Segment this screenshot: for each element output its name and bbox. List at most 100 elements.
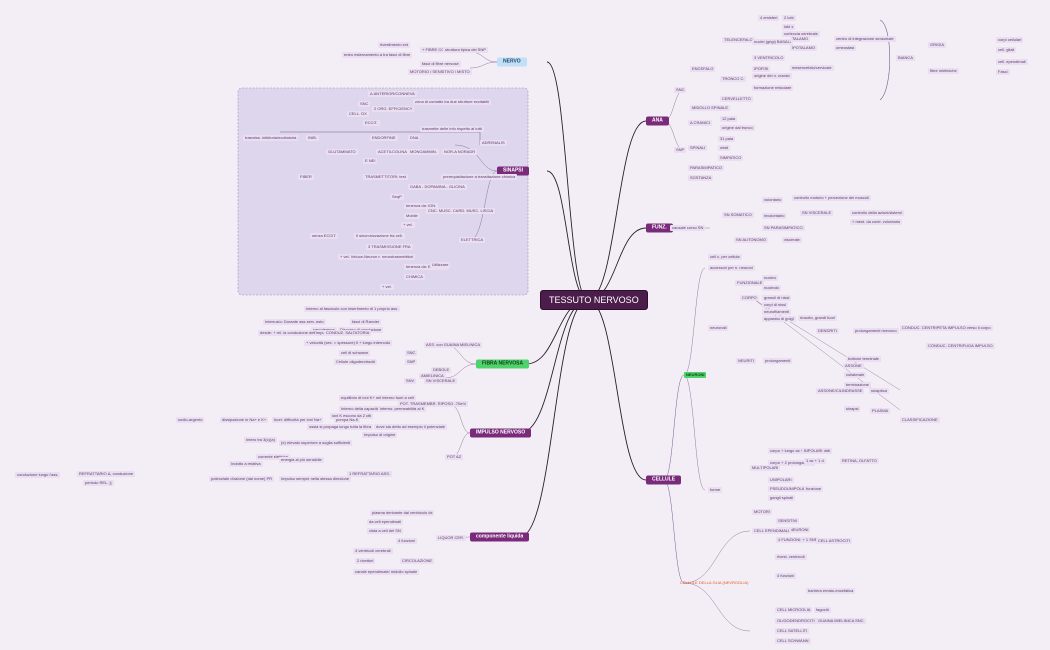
sinapsi-leaf[interactable]: ENDORFINE — [370, 135, 398, 141]
cellule-leaf[interactable]: GUAINA MIELINICA SNC — [816, 618, 866, 624]
sinapsi-leaf[interactable]: Il sincronizzazione fra cell. — [354, 233, 405, 239]
sinapsi-leaf[interactable]: ADRENALIS — [480, 140, 507, 146]
fibra-leaf[interactable]: CONDUZ. SALTATORIA — [324, 330, 372, 336]
fibra-topic[interactable]: FIBRA NERVOSA — [476, 359, 530, 369]
funz-leaf[interactable]: SN SOMATICO — [722, 212, 754, 218]
funz-leaf[interactable]: involontario — [762, 213, 787, 219]
impulso-leaf[interactable]: energia al più sensibile — [279, 457, 324, 463]
sinapsi-leaf[interactable]: tenenza da: ECCIT DX — [404, 264, 449, 270]
cellule-leaf[interactable]: neuronali — [708, 325, 729, 331]
ana-leaf[interactable]: SNC — [674, 87, 687, 93]
fibra-leaf[interactable]: desde: + rel. la conduzione dell'impulso — [258, 330, 332, 336]
impulso-leaf[interactable]: equilibrio di ioni K+ nel interno fuori … — [339, 395, 416, 401]
sinapsi-leaf[interactable]: Δ ANTERIOR/CONNEVA — [368, 91, 417, 97]
impulso-leaf[interactable]: conduzione lungo l'ass. — [15, 472, 61, 478]
cellule-leaf[interactable]: neurofilamenti — [762, 309, 792, 315]
cellule-leaf[interactable]: barriera emato-encefalica — [806, 588, 856, 594]
fibra-leaf[interactable]: Cellule oligodendrociti — [334, 359, 378, 365]
cellule-leaf[interactable]: prolungamenti — [763, 358, 793, 364]
cellule-leaf[interactable]: gangli spinali — [768, 495, 796, 501]
fibra-leaf[interactable]: cell di schwann — [339, 350, 371, 356]
nervo-leaf[interactable]: fasci di fibre nervose — [420, 61, 461, 67]
fibra-leaf[interactable]: SNP — [405, 359, 418, 365]
cellule-leaf[interactable]: apparato di golgi — [762, 316, 796, 322]
impulso-leaf[interactable]: dissipazione in Na+ e K+ — [220, 417, 269, 423]
ana-leaf[interactable]: fibre mieliniche — [928, 68, 959, 74]
neuroni-node[interactable]: NEURONI — [684, 372, 707, 378]
ana-leaf[interactable]: GRIGIA — [928, 42, 947, 48]
impulso-leaf[interactable]: Impulso di origine — [362, 432, 398, 438]
sinapsi-leaf[interactable]: INIB. — [306, 135, 319, 141]
sinapsi-leaf[interactable]: ELETTRICA — [459, 237, 486, 243]
nervo-leaf[interactable]: entro esternamento a tra fasci di fibre — [342, 52, 413, 58]
ana-leaf[interactable]: lobi x — [782, 24, 796, 30]
sinapsi-leaf[interactable]: 3 TRASMISSIONE FRA — [366, 244, 413, 250]
impulso-leaf[interactable]: Interno della capacità gradiente — [339, 406, 399, 412]
funz-topic[interactable]: FUNZ. — [646, 223, 673, 233]
cellule-leaf[interactable]: NEURITI — [736, 358, 756, 364]
sinapsi-leaf[interactable]: TRASMETTITORI: test — [363, 174, 408, 180]
impulso-leaf[interactable]: fuori: difficoltà per ioni Na+ — [272, 417, 324, 423]
impulso-leaf[interactable]: ioni K escono da 2 ctti — [330, 413, 374, 419]
cellule-leaf[interactable]: MULTIPOLARI — [750, 465, 781, 471]
sinapsi-leaf[interactable]: trasmette delle info rispetto al tutti — [420, 126, 484, 132]
cellule-topic[interactable]: CELLULE — [646, 475, 682, 485]
cellule-leaf[interactable]: corpo + lungo ax + diversi dendriti — [768, 448, 833, 454]
impulso-leaf[interactable]: Impulso sempre nella stessa direzione — [279, 476, 352, 482]
liquido-leaf[interactable]: 4 ventricoli cerebrali — [353, 548, 393, 554]
cellule-leaf[interactable]: CELL MICROGLIA — [775, 607, 813, 613]
sinapsi-leaf[interactable]: prerequisitazione a transitazione chimic… — [441, 174, 518, 180]
cellule-leaf[interactable]: INTERNEURONI — [776, 527, 811, 533]
ana-leaf[interactable]: SIMPATICO — [718, 155, 744, 161]
liquido-leaf[interactable]: canale ependimale/ midollo spinale — [353, 569, 420, 575]
cellule-leaf[interactable]: collaterale — [844, 372, 867, 378]
ana-leaf[interactable]: BIANCA — [896, 55, 915, 61]
ana-topic[interactable]: ANA — [646, 116, 669, 126]
cellule-leaf[interactable]: RETINA, OLFATTO — [840, 458, 879, 464]
funz-leaf[interactable]: SN VISCERALE — [800, 210, 834, 216]
sinapsi-leaf[interactable]: senza ECCIT. — [310, 233, 339, 239]
sinapsi-leaf[interactable]: 2 ORG. EFFICIENCY — [372, 106, 415, 112]
cellule-leaf[interactable]: nucleo — [762, 275, 778, 281]
cellule-leaf[interactable]: CELL SATELLITI — [775, 628, 810, 634]
sinapsi-leaf[interactable]: Utilizzare — [430, 262, 451, 268]
impulso-topic[interactable]: IMPULSO NERVOSO — [470, 428, 532, 438]
cellule-leaf[interactable]: CONDUC. CENTRIFUGA IMPULSO — [926, 343, 995, 349]
impulso-leaf[interactable]: Intero tra 3(c)(a) — [244, 437, 277, 443]
ana-leaf[interactable]: cell. gliali — [996, 47, 1017, 53]
impulso-leaf[interactable]: POT AZ — [445, 454, 464, 460]
fibra-leaf[interactable]: + velocità (sex. = spessore) Il + lungo … — [304, 340, 393, 346]
ana-leaf[interactable]: IPOFISI — [752, 66, 771, 72]
cellule-leaf[interactable]: cell c. per cellula — [708, 254, 742, 260]
fibra-leaf[interactable]: Interno al fascicolo con inserimento di … — [304, 306, 401, 312]
sinapsi-leaf[interactable]: SNC — [358, 101, 371, 107]
liquido-leaf[interactable]: vista a cell del SN — [367, 528, 403, 534]
fibra-leaf[interactable]: ASS. con GUAINA MIELINICA — [424, 342, 483, 348]
funz-leaf[interactable]: causale corso SN — [670, 225, 706, 231]
liquido-leaf[interactable]: CIRCOLAZIONE — [400, 558, 435, 564]
nervo-leaf[interactable]: + FIBRE CONN. — [420, 47, 454, 53]
fibra-leaf[interactable]: SN VISCERALE — [424, 378, 458, 384]
ana-leaf[interactable]: origine dal tronco — [720, 125, 755, 131]
impulso-leaf[interactable]: sodio-argento — [176, 417, 205, 423]
cellule-leaf[interactable]: CELL ASTROCITI — [816, 538, 853, 544]
cellule-leaf[interactable]: terminazione — [844, 382, 871, 388]
impulso-leaf[interactable]: REFRATTARIO Δ, conduzione — [77, 471, 136, 477]
sinapsi-leaf[interactable]: neurotrasmettitori — [380, 254, 416, 260]
cellule-leaf[interactable]: riuscito, grandi fuori — [798, 315, 837, 321]
ana-leaf[interactable]: SOSTANZA — [688, 175, 714, 181]
ana-leaf[interactable]: nuclei (grigi) BASALI — [752, 39, 793, 45]
cellule-leaf[interactable]: CELL EPENDIMALI — [752, 528, 792, 534]
impulso-leaf[interactable]: potenziale d'azione (dal nome) PR — [209, 476, 275, 482]
impulso-leaf[interactable]: corrente elettrica — [256, 454, 290, 460]
ana-leaf[interactable]: TALAMO — [790, 36, 811, 42]
ana-leaf[interactable]: 2 lobi — [782, 15, 796, 21]
impulso-leaf[interactable]: (e) elevato superiore a soglia sufficien… — [279, 440, 353, 446]
cellule-leaf[interactable]: fagociti — [814, 607, 831, 613]
liquido-leaf[interactable]: 4 funzioni — [396, 538, 418, 544]
sinapsi-leaf[interactable]: FIBER — [298, 174, 314, 180]
cellule-leaf[interactable]: CORPO — [740, 295, 759, 301]
impulso-leaf[interactable]: Indotto a relativa — [229, 461, 263, 467]
funz-leaf[interactable]: SN AUTONOMO — [734, 237, 768, 243]
cellule-leaf[interactable]: BIPOLARI — [802, 448, 825, 454]
